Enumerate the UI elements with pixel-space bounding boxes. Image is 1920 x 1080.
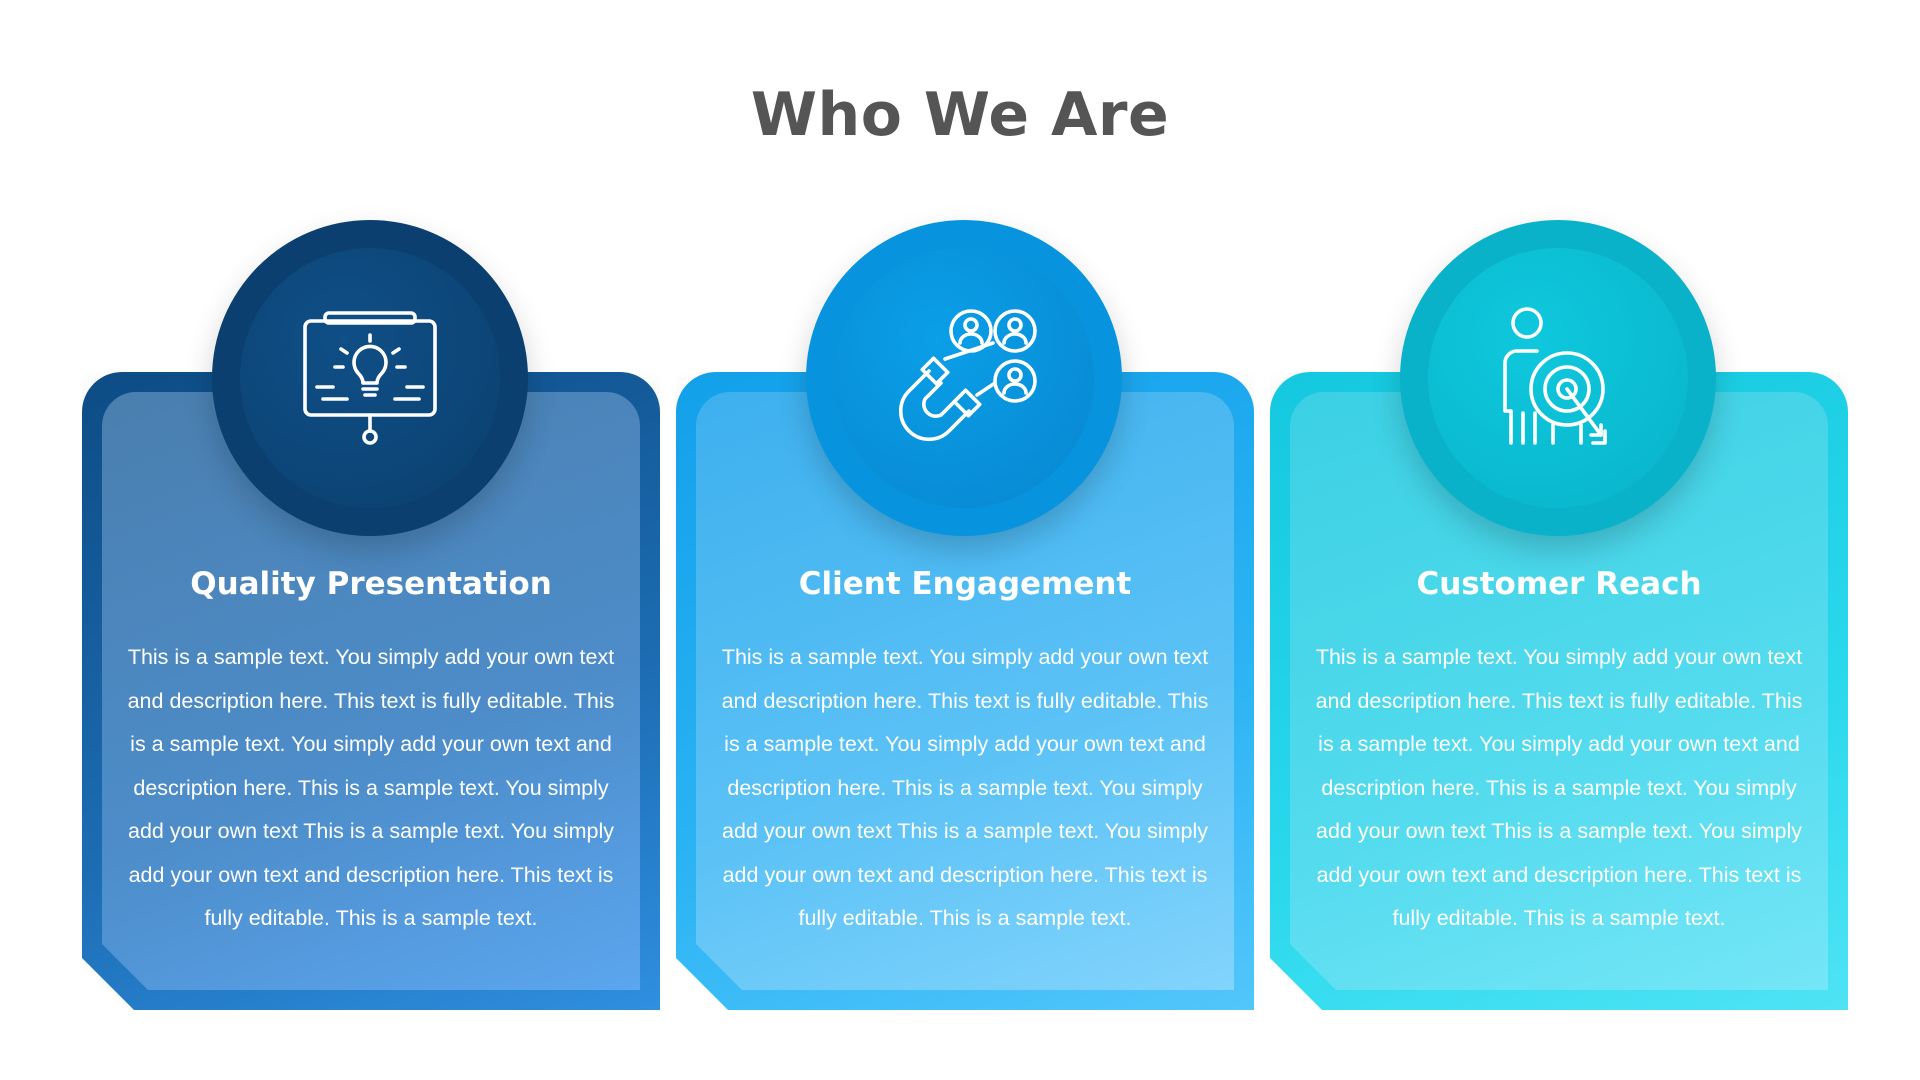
icon-badge-core <box>240 248 500 508</box>
page-title: Who We Are <box>750 80 1170 150</box>
card-description: This is a sample text. You simply add yo… <box>127 645 615 930</box>
card-description: This is a sample text. You simply add yo… <box>721 645 1209 930</box>
card-title: Client Engagement <box>798 566 1132 602</box>
person-target-icon <box>1503 307 1607 445</box>
icon-badge <box>212 220 528 536</box>
card-customer-reach <box>1270 372 1848 1010</box>
presentation-lightbulb-icon <box>303 311 437 445</box>
icon-badge <box>1400 220 1716 536</box>
card-description: This is a sample text. You simply add yo… <box>1315 645 1803 930</box>
icon-badge-core <box>834 248 1094 508</box>
icon-badge-core <box>1428 248 1688 508</box>
card-title: Customer Reach <box>1416 566 1702 602</box>
icon-badge <box>806 220 1122 536</box>
magnet-users-icon <box>898 309 1037 442</box>
card-title: Quality Presentation <box>190 566 552 602</box>
